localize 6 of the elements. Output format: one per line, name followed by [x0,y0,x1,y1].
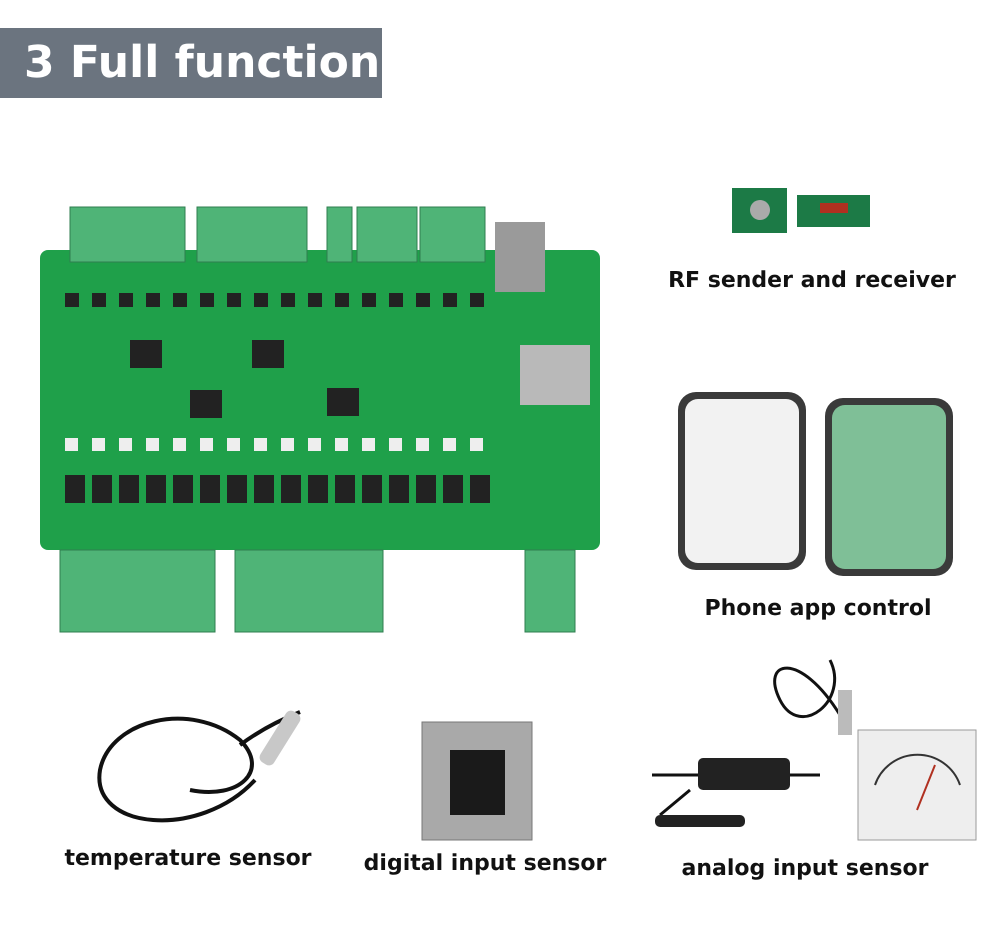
caption: digital input sensor [364,851,606,876]
caption: RF sender and receiver [668,268,956,293]
caption: Phone app control [704,596,932,621]
caption: temperature sensor [64,846,312,871]
caption: analog input sensor [682,856,928,881]
title-banner: 3 Full function [0,28,382,98]
